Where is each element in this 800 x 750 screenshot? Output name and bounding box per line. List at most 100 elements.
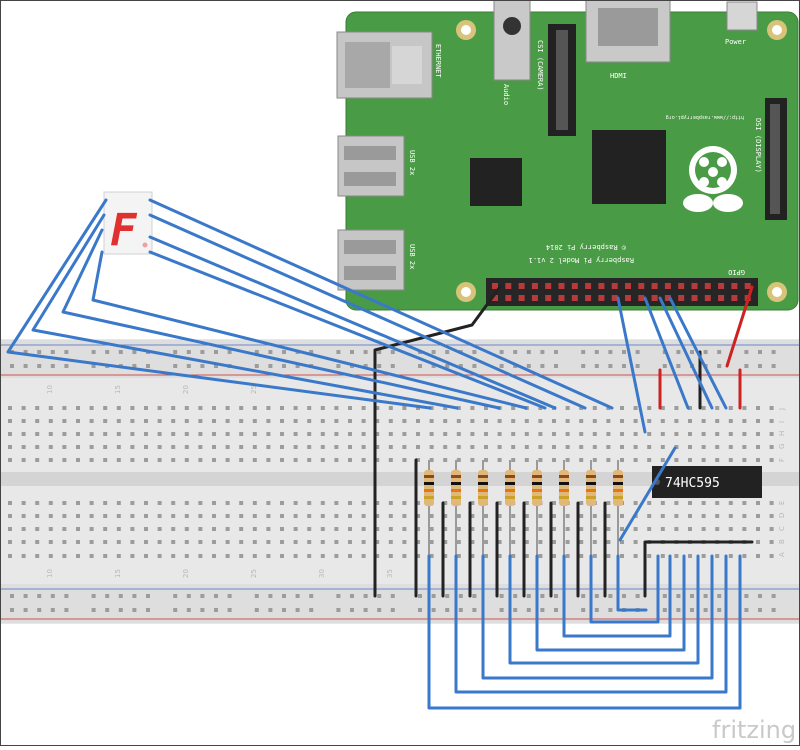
breadboard-hole: [728, 458, 733, 462]
breadboard-hole: [416, 514, 420, 518]
breadboard-hole: [348, 554, 352, 558]
breadboard-hole: [554, 350, 558, 354]
breadboard-hole: [76, 432, 80, 436]
breadboard-hole: [48, 445, 53, 449]
breadboard-hole: [511, 432, 516, 436]
breadboard-hole: [402, 527, 407, 531]
breadboard-hole: [8, 514, 12, 518]
breadboard-hole: [497, 540, 502, 544]
breadboard-hole: [320, 458, 325, 462]
breadboard-hole: [565, 432, 570, 436]
breadboard-hole: [37, 608, 42, 612]
breadboard-hole: [717, 364, 722, 368]
breadboard-hole: [171, 432, 176, 436]
breadboard-hole: [266, 501, 271, 505]
breadboard-hole: [579, 419, 584, 423]
breadboard-hole: [540, 364, 545, 368]
breadboard-hole: [497, 527, 502, 531]
breadboard-hole: [633, 540, 638, 544]
breadboard-hole: [76, 527, 80, 531]
breadboard-hole: [89, 419, 94, 423]
breadboard-hole: [717, 608, 722, 612]
breadboard-hole: [171, 527, 176, 531]
breadboard-hole: [184, 527, 189, 531]
breadboard-hole: [184, 554, 189, 558]
breadboard-hole: [484, 419, 488, 423]
breadboard-hole: [361, 458, 366, 462]
breadboard-hole: [375, 419, 380, 423]
breadboard-hole: [608, 608, 613, 612]
wire-cascade: [618, 446, 677, 542]
gpio-label: GPIO: [728, 268, 745, 276]
breadboard-hole: [592, 554, 597, 558]
breadboard-hole: [647, 419, 652, 423]
breadboard-hole: [538, 554, 543, 558]
breadboard-hole: [130, 540, 135, 544]
breadboard-hole: [416, 501, 420, 505]
breadboard-hole: [701, 419, 706, 423]
resistors: [424, 460, 623, 556]
breadboard-hole: [715, 501, 720, 505]
breadboard-hole: [513, 594, 518, 598]
breadboard-hole: [390, 350, 395, 354]
breadboard-hole: [592, 540, 597, 544]
breadboard-hole: [472, 364, 477, 368]
breadboard-hole: [690, 594, 694, 598]
breadboard-hole: [334, 458, 339, 462]
breadboard-hole: [8, 406, 12, 410]
breadboard-hole: [171, 540, 176, 544]
breadboard-hole: [21, 540, 26, 544]
breadboard-hole: [703, 594, 708, 598]
breadboard-hole: [48, 419, 53, 423]
breadboard-hole: [10, 594, 14, 598]
wire-seg-g: [148, 235, 557, 410]
breadboard-hole: [89, 501, 94, 505]
breadboard-hole: [674, 514, 679, 518]
breadboard-hole: [35, 406, 40, 410]
breadboard-hole: [280, 540, 284, 544]
breadboard-hole: [62, 540, 67, 544]
breadboard-hole: [293, 419, 298, 423]
breadboard-hole: [484, 527, 488, 531]
breadboard-hole: [186, 594, 191, 598]
breadboard-hole: [171, 406, 176, 410]
breadboard-hole: [402, 419, 407, 423]
hdmi-label: HDMI: [610, 72, 627, 80]
breadboard-hole: [606, 419, 611, 423]
breadboard-hole: [144, 432, 148, 436]
breadboard-hole: [307, 514, 312, 518]
breadboard-hole: [458, 364, 463, 368]
breadboard-hole: [717, 594, 722, 598]
breadboard-hole: [295, 364, 300, 368]
breadboard-hole: [184, 432, 189, 436]
breadboard-hole: [157, 554, 162, 558]
breadboard-hole: [198, 514, 203, 518]
breadboard-hole: [225, 432, 230, 436]
wire-q7: [616, 554, 648, 612]
col-num-top-10: 10: [46, 385, 54, 394]
breadboard-hole: [497, 419, 502, 423]
breadboard-hole: [50, 608, 55, 612]
breadboard-hole: [429, 445, 434, 449]
breadboard-hole: [622, 350, 626, 354]
breadboard-hole: [266, 527, 271, 531]
breadboard-hole: [239, 458, 244, 462]
breadboard-hole: [526, 608, 531, 612]
breadboard-hole: [198, 458, 203, 462]
col-num-top-25: 25: [250, 385, 258, 394]
breadboard-hole: [715, 419, 720, 423]
gpio-pin: [571, 283, 578, 289]
breadboard-hole: [348, 458, 352, 462]
breadboard-hole: [635, 594, 640, 598]
breadboard-hole: [499, 608, 504, 612]
breadboard-hole: [252, 554, 257, 558]
breadboard-hole: [62, 432, 67, 436]
breadboard-hole: [511, 458, 516, 462]
breadboard-hole: [524, 419, 529, 423]
breadboard-hole: [511, 514, 516, 518]
breadboard-hole: [633, 445, 638, 449]
breadboard-hole: [35, 501, 40, 505]
gpio-pin: [545, 283, 552, 289]
breadboard-hole: [552, 554, 556, 558]
